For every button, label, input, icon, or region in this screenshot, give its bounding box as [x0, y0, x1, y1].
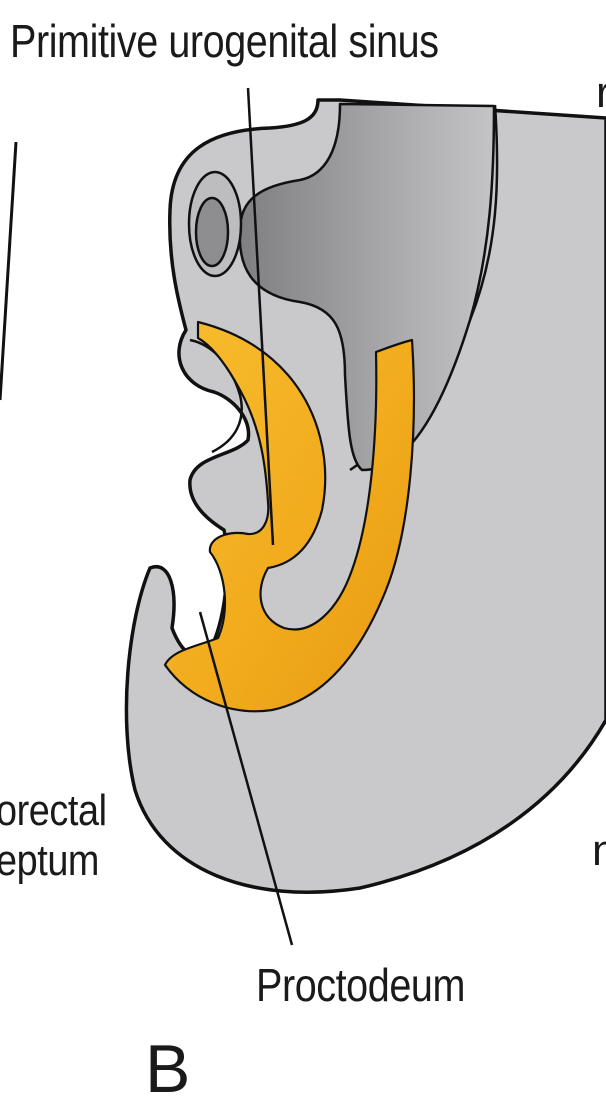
- left-cut-label-line1: orectal: [0, 786, 107, 836]
- right-cut-label: n: [592, 826, 606, 876]
- proctodeum-label: Proctodeum: [256, 958, 465, 1012]
- tube-opening-inner: [196, 198, 228, 266]
- primitive-urogenital-sinus-label: Primitive urogenital sinus: [10, 14, 439, 68]
- left-panel-edge-line: [0, 142, 16, 400]
- panel-letter: B: [145, 1030, 190, 1108]
- left-cut-label-line2: eptum: [0, 836, 99, 886]
- right-cut-top-label: r: [596, 68, 606, 118]
